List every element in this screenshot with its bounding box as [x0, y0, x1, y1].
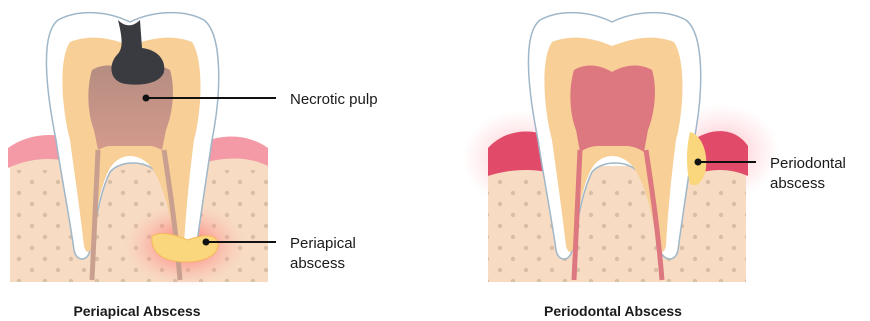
right-bone-dots [488, 174, 746, 282]
periodontal-pointer-dot [695, 159, 702, 166]
label-periapical-line1: Periapical [290, 235, 356, 252]
right-panel: Periodontal abscess Periodontal Abscess [462, 13, 846, 319]
caption-periapical-abscess: Periapical Abscess [73, 303, 200, 319]
right-pulp-chamber [570, 66, 655, 152]
periapical-pointer-dot [203, 239, 210, 246]
label-necrotic-pulp: Necrotic pulp [290, 91, 378, 108]
label-periapical-line2: abscess [290, 255, 345, 272]
label-periodontal-line2: abscess [770, 175, 825, 192]
left-panel: Necrotic pulp Periapical abscess Periapi… [8, 13, 378, 319]
label-periodontal-line1: Periodontal [770, 155, 846, 172]
necrotic-pulp-pointer-dot [143, 95, 150, 102]
caption-periodontal-abscess: Periodontal Abscess [544, 303, 682, 319]
